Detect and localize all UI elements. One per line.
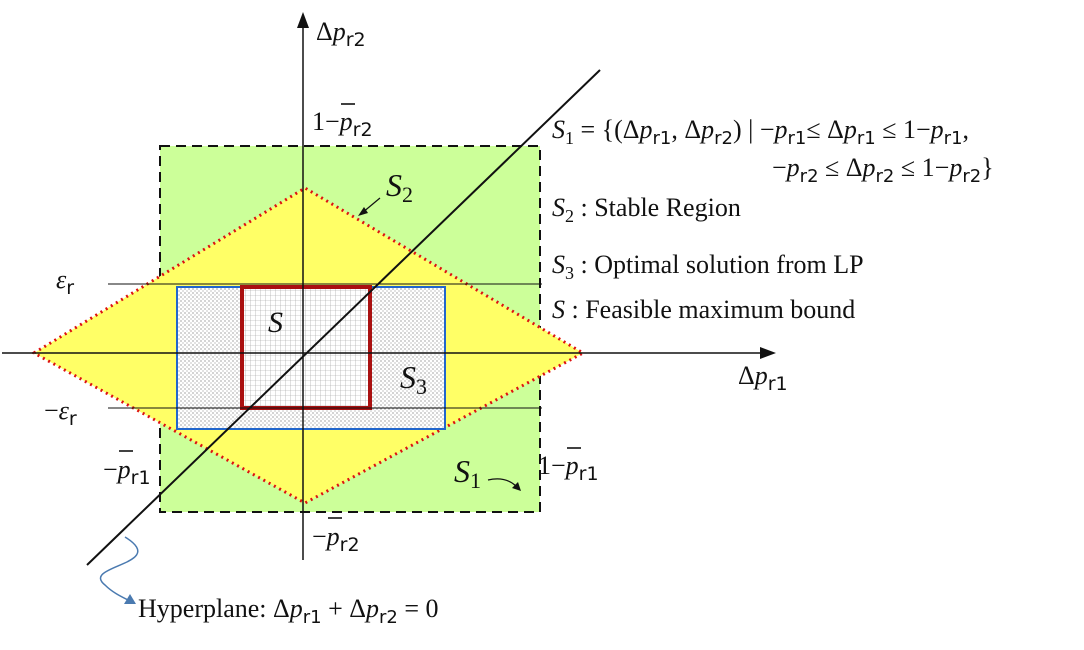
label-epsilon-r: εr: [56, 265, 74, 299]
region-label-s3: S3: [400, 359, 427, 399]
label-one-minus-pbar-r2: 1−pr2: [312, 107, 373, 141]
hyperplane-label: Hyperplane: Δpr1 + Δpr2 = 0: [138, 594, 439, 628]
label-minus-pbar-r1: −pr1: [103, 455, 151, 489]
label-one-minus-pbar-r1: 1−pr1: [538, 451, 599, 485]
legend-s2: S2 : Stable Region: [552, 193, 741, 226]
s2-pointer-arrow-icon: [358, 207, 368, 216]
label-minus-epsilon-r: −εr: [44, 396, 77, 430]
hyperplane-line: [86, 69, 601, 566]
region-s-square: [240, 285, 372, 410]
legend-s3: S3 : Optimal solution from LP: [552, 250, 864, 283]
s1-pointer: [487, 478, 517, 487]
legend-s1-definition-line1: S1 = {(Δpr1, Δpr2) | −pr1≤ Δpr1 ≤ 1−pr1,: [552, 115, 969, 149]
hyperplane-pointer-arrow-icon: [124, 594, 136, 604]
hyperplane-pointer: [99, 536, 139, 601]
y-axis-label: Δpr2: [316, 17, 366, 51]
y-axis-arrow-icon: [297, 12, 309, 28]
s1-pointer-arrow-icon: [512, 482, 521, 491]
x-axis-arrow-icon: [760, 347, 776, 359]
region-label-s2: S2: [386, 167, 413, 207]
x-axis-label: Δpr1: [738, 361, 788, 395]
legend-s: S : Feasible maximum bound: [552, 295, 855, 324]
region-label-s: S: [268, 306, 283, 339]
region-label-s1: S1: [454, 453, 481, 493]
label-minus-pbar-r2: −pr2: [312, 522, 360, 556]
legend-s1-definition-line2: −pr2 ≤ Δpr2 ≤ 1−pr2}: [772, 153, 994, 187]
